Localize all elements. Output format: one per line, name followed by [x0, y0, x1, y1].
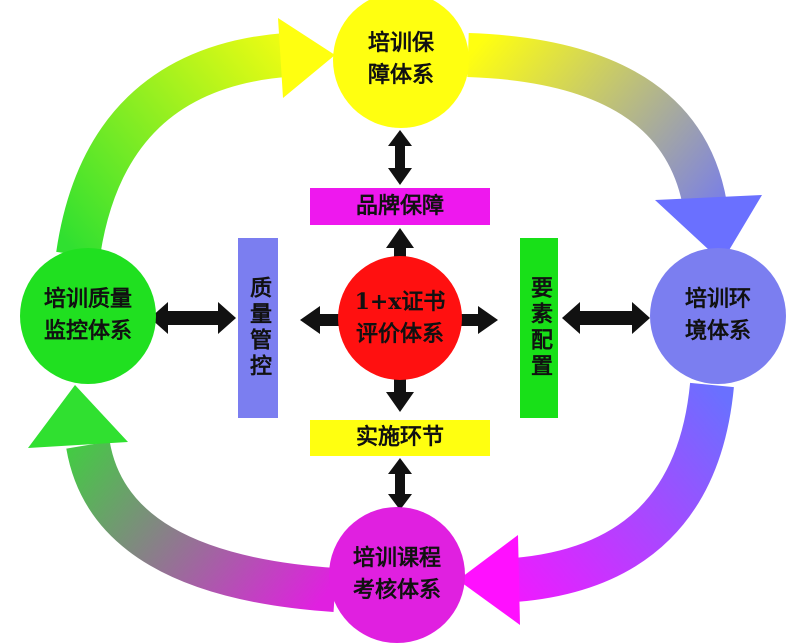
arrow-right [460, 306, 498, 334]
cycle-arrow-right-to-bottom [458, 382, 734, 625]
center-node: 1+x证书 评价体系 [338, 256, 462, 380]
bar-right: 要素配置 [520, 238, 558, 418]
cycle-arrow-top-to-right [467, 33, 762, 262]
system-left: 培训质量 监控体系 [20, 248, 156, 384]
arrow-left [300, 306, 340, 334]
center-arrows [300, 228, 498, 412]
double-arrows [150, 130, 650, 510]
bar-bottom: 实施环节 [310, 420, 490, 456]
cycle-arrow-bottom-to-left [28, 385, 337, 612]
double-arrow-right [562, 302, 650, 334]
bar-left: 质量管控 [238, 238, 278, 418]
arrow-up [386, 228, 414, 262]
system-top: 培训保 障体系 [333, 0, 469, 128]
cycle-arrow-left-to-top [56, 18, 335, 259]
double-arrow-bottom [388, 458, 412, 510]
system-bottom: 培训课程 考核体系 [329, 507, 465, 643]
system-right: 培训环 境体系 [650, 248, 786, 384]
double-arrow-top [388, 130, 412, 185]
bar-top: 品牌保障 [310, 188, 490, 225]
arrow-down [386, 378, 414, 412]
double-arrow-left [150, 302, 236, 334]
